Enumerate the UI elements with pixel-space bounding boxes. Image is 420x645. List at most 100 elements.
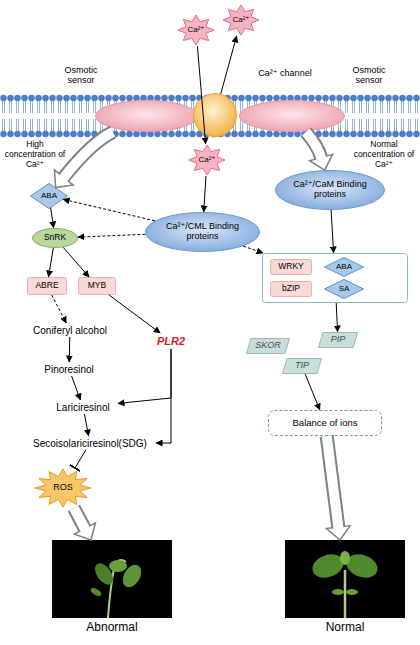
annotation-text: Normal concentration of Ca²⁺ — [350, 140, 418, 169]
ellipse-outline — [146, 213, 260, 252]
hormone-diamond: ABA — [324, 257, 364, 277]
plant-photo: Normal — [285, 540, 405, 618]
plant-photo-abnormal — [52, 540, 172, 618]
arrow-shaft-fill — [74, 508, 86, 530]
para-outline — [283, 359, 322, 374]
node-text: WRKY — [270, 259, 312, 275]
connector — [204, 176, 206, 212]
plant-photo-normal — [285, 540, 405, 618]
hollow-arrow — [54, 132, 113, 188]
node-text: Ca²⁺/CaM Binding proteins — [275, 170, 385, 210]
star-outline — [35, 469, 91, 507]
connector-line — [156, 349, 171, 443]
node-text: ABRE — [27, 277, 67, 295]
node-text: Secoisolariciresinol(SDG) — [24, 436, 156, 450]
node-outline — [239, 100, 345, 132]
connector-line — [78, 234, 145, 237]
node-label: Osmotic sensor — [55, 65, 107, 86]
connector — [305, 374, 320, 410]
ros-star: ROS — [34, 468, 92, 508]
node-label: Osmotic sensor — [343, 65, 395, 86]
connector-line — [63, 247, 89, 277]
hormone-diamond: ABA — [30, 183, 68, 209]
calcium-channel: Ca²⁺ channel — [193, 93, 237, 137]
connector — [221, 36, 237, 94]
node-text: ABA — [324, 257, 364, 277]
ion-star: Ca²⁺ — [222, 4, 260, 36]
metabolite-text: Pinoresinol — [36, 362, 102, 376]
arrow-head-hollow — [54, 170, 73, 188]
connector — [51, 208, 54, 228]
connector — [109, 295, 160, 333]
connector — [243, 246, 263, 253]
connector — [63, 199, 155, 221]
transcription-factor-box: bZIP — [270, 281, 312, 297]
diamond-outline — [325, 280, 364, 299]
connector-line — [331, 210, 334, 253]
outcome-box: Balance of ions — [268, 410, 382, 436]
lipid-bilayer — [0, 94, 420, 138]
connector-line — [52, 295, 67, 323]
node-text: Ca²⁺ — [177, 14, 215, 46]
ellipse-outline — [33, 229, 78, 248]
node-outline — [193, 93, 237, 137]
arrow-head-hollow — [310, 154, 333, 170]
diamond-outline — [325, 258, 364, 277]
hollow-arrow — [306, 132, 333, 170]
connector — [63, 247, 89, 277]
node-text: SnRK — [32, 228, 78, 248]
plant-photo: Abnormal — [52, 540, 172, 618]
para-outline — [319, 333, 358, 348]
node-outline — [95, 100, 198, 132]
node-text: Balance of ions — [268, 410, 382, 436]
diamond-outline — [31, 184, 68, 209]
node-text: ABA — [30, 183, 68, 209]
connector — [72, 376, 81, 400]
rect-outline — [271, 260, 312, 275]
transcription-factor-box: WRKY — [270, 259, 312, 275]
arrow-shaft-fill — [63, 132, 113, 179]
connector — [331, 210, 334, 253]
arrow-shaft-outline — [306, 132, 321, 158]
osmotic-sensor: Osmotic sensor — [239, 100, 345, 132]
ellipse-outline — [96, 101, 198, 132]
node-text: ROS — [34, 468, 92, 508]
rect-outline — [79, 278, 116, 295]
node-text: Coniferyl alcohol — [22, 323, 118, 337]
connector — [78, 234, 145, 237]
connector-line — [69, 337, 71, 362]
hormone-diamond: SA — [324, 279, 364, 299]
kinase-ellipse: SnRK — [32, 228, 78, 248]
hollow-arrow — [74, 508, 96, 540]
node-text: bZIP — [270, 281, 312, 297]
connector — [336, 303, 337, 332]
connector-line — [84, 414, 88, 436]
connector — [52, 295, 67, 323]
node-text: SKOR — [246, 338, 290, 354]
ion-star: Ca²⁺ — [188, 144, 226, 176]
transporter-parallelogram: PIP — [318, 332, 358, 348]
arrow-head-hollow — [74, 523, 95, 540]
metabolite-text: Coniferyl alcohol — [22, 323, 118, 337]
ellipse-outline — [240, 101, 345, 132]
ion-star: Ca²⁺ — [177, 14, 215, 46]
connector-line — [72, 376, 81, 400]
node-text: Ca²⁺ — [222, 4, 260, 36]
rect-outline — [269, 411, 382, 436]
node-text: TIP — [282, 358, 322, 374]
connector-line — [75, 450, 86, 468]
node-text: Ca²⁺/CML Binding proteins — [145, 212, 260, 252]
annotation-text: High concentration of Ca²⁺ — [3, 140, 67, 169]
metabolite-text: Lariciresinol — [48, 400, 118, 414]
connector — [75, 450, 86, 468]
binding-protein-ellipse: Ca²⁺/CML Binding proteins — [145, 212, 260, 252]
arrow-head-hollow — [326, 526, 350, 540]
connector-line — [109, 295, 160, 333]
factor-group-box: WRKY ABA bZIP SA — [262, 253, 408, 303]
connector-line — [49, 248, 54, 277]
node-text: SA — [324, 279, 364, 299]
node-text: Lariciresinol — [48, 400, 118, 414]
transcription-factor-box: ABRE — [27, 277, 67, 295]
star-outline — [178, 15, 214, 45]
